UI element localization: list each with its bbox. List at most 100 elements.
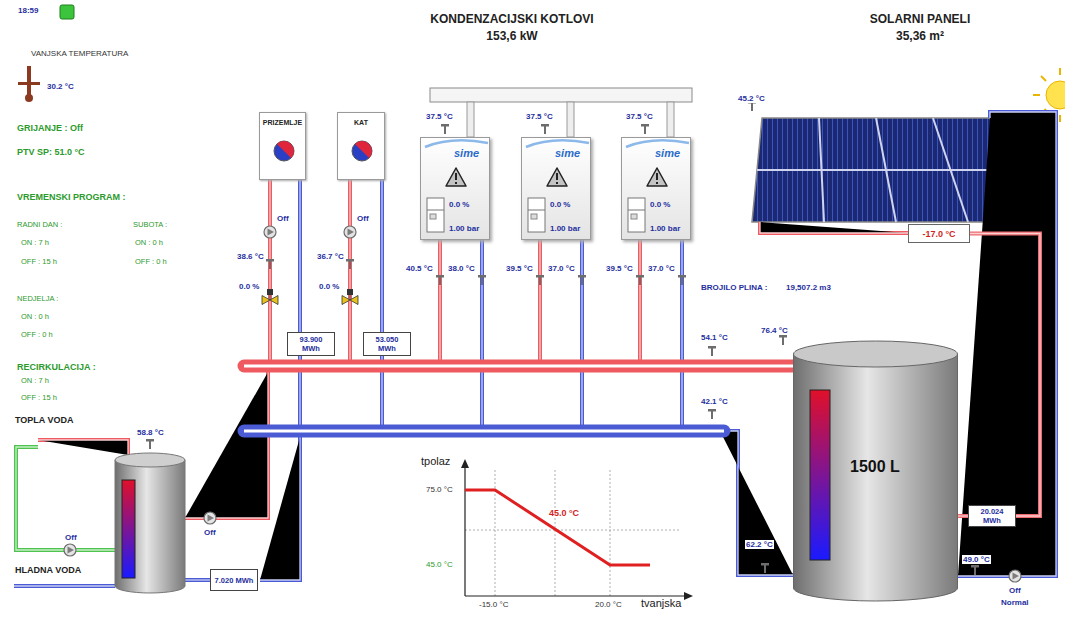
rect-shape	[631, 214, 637, 219]
sensor-reading: 37.5 °C	[625, 112, 654, 121]
rect-shape	[628, 198, 645, 232]
use-shape	[761, 563, 769, 573]
sensor-reading: Off	[1008, 586, 1022, 595]
sensor-reading: 0.0 %	[238, 282, 260, 291]
flue-pipe	[567, 102, 574, 137]
ellipse-shape	[794, 341, 958, 367]
sensor-reading: 54.1 °C	[700, 333, 729, 342]
use-shape	[536, 275, 544, 285]
pipe-connector	[958, 516, 968, 517]
path-shape	[626, 140, 689, 147]
line-shape	[1059, 115, 1061, 122]
use-shape	[708, 409, 716, 419]
g-shape	[465, 470, 680, 596]
path-shape	[526, 140, 589, 147]
status-text: PTV SP: 51.0 °C	[16, 147, 86, 157]
path-shape	[381, 180, 382, 332]
line-shape	[1059, 68, 1061, 75]
path-shape	[425, 140, 488, 147]
use-shape	[441, 124, 449, 134]
path-shape	[299, 180, 300, 332]
schedule-text: SUBOTA :	[132, 221, 168, 230]
energy-meter: 20.024 MWh	[968, 505, 1016, 527]
schedule-text: ON : 7 h	[20, 377, 50, 386]
sensor-reading: 38.0 °C	[447, 264, 476, 273]
rect-shape	[430, 214, 436, 219]
circle-shape	[352, 141, 372, 161]
pipe-connector	[300, 180, 301, 332]
path-shape	[970, 234, 1040, 517]
boiler-reading: 1.00 bar	[550, 224, 580, 233]
rect-shape	[556, 173, 558, 180]
path-shape	[958, 515, 968, 516]
temperature-display: -17.0 °C	[908, 224, 970, 243]
boiler-unit: sime0.0 %1.00 bar	[420, 137, 490, 240]
temperature-bar	[122, 480, 135, 578]
use-shape	[1009, 570, 1021, 582]
sensor-reading: 39.5 °C	[505, 264, 534, 273]
use-shape	[264, 226, 276, 238]
axis-title: tvanjska	[640, 597, 682, 610]
use-shape	[204, 512, 216, 524]
sensor-reading: 49.0 °C	[962, 555, 991, 564]
sensor-reading: Off	[203, 528, 217, 537]
schedule-text: OFF : 15 h	[20, 258, 58, 267]
flue-collector	[430, 88, 692, 102]
meter-value: 53.050 MWh	[367, 335, 407, 353]
recirculation-pipe	[16, 447, 115, 550]
schedule-text: ON : 0 h	[20, 313, 50, 322]
sensor-reading: 62.2 °C	[745, 540, 774, 549]
use-shape	[344, 226, 356, 238]
brand-logo: sime	[454, 147, 479, 160]
use-shape	[578, 275, 586, 285]
use-shape	[346, 259, 354, 269]
schedule-text: ON : 0 h	[134, 239, 164, 248]
temperature-value: -17.0 °C	[922, 229, 955, 239]
pipe-connector	[382, 180, 383, 332]
rect-shape	[528, 198, 545, 232]
rect-shape	[455, 182, 457, 184]
meter-value: 20.024 MWh	[972, 507, 1012, 525]
boiler-unit: sime0.0 %1.00 bar	[621, 137, 691, 240]
energy-meter: 93.900 MWh	[287, 332, 335, 356]
boiler-reading: 0.0 %	[550, 200, 570, 209]
sensor-reading: 38.6 °C	[236, 252, 265, 261]
rect-shape	[556, 182, 558, 184]
line-shape	[427, 210, 444, 211]
path-shape	[355, 141, 372, 158]
sensor-reading: 37.0 °C	[547, 264, 576, 273]
circle-shape	[25, 94, 33, 102]
pipe-connector	[970, 234, 1040, 517]
sensor-reading: Off	[356, 214, 370, 223]
supply-header	[244, 360, 793, 373]
sensor-reading: 42.1 °C	[700, 397, 729, 406]
rect-shape	[531, 214, 537, 219]
boiler-reading: 1.00 bar	[650, 224, 680, 233]
boiler-unit: sime 0.0 % 1.00 bar	[521, 137, 591, 240]
sensor-reading: 76.4 °C	[760, 326, 789, 335]
rect-shape	[656, 182, 658, 184]
status-lamp	[60, 5, 74, 19]
sensor-reading: Normal	[1000, 598, 1030, 607]
tank-volume: 1500 L	[850, 458, 900, 476]
use-shape	[708, 346, 716, 356]
meter-value: 7.020 MWh	[215, 576, 254, 585]
section-title: KONDENZACIJSKI KOTLOVI	[429, 13, 594, 27]
use-shape	[436, 275, 444, 285]
line-shape	[1033, 94, 1040, 96]
use-shape	[146, 439, 154, 449]
sensor-reading: 37.5 °C	[425, 112, 454, 121]
sensor-reading: 40.5 °C	[405, 264, 434, 273]
heating-curve	[461, 459, 693, 600]
sensor-reading: 58.8 °C	[136, 428, 165, 437]
line-shape	[628, 210, 645, 211]
use-shape	[478, 275, 486, 285]
zone-name: PRIZEMLJE	[260, 119, 305, 127]
brand-logo: sime	[655, 147, 680, 160]
zone-box: KAT	[337, 112, 385, 180]
schedule-text: OFF : 15 h	[20, 394, 58, 403]
rect-shape	[656, 173, 658, 180]
brand-logo: sime	[555, 147, 580, 160]
sensor-reading: BROJILO PLINA :	[700, 283, 768, 292]
path-shape	[465, 466, 686, 596]
